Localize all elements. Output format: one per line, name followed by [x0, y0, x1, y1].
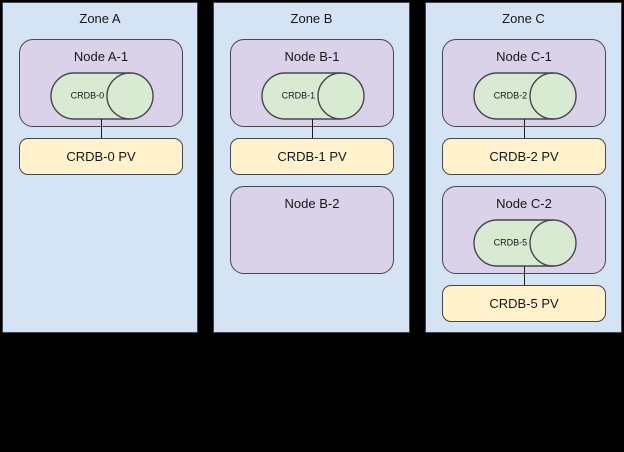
- node-b-1: Node B-1 CRDB-1: [230, 39, 394, 127]
- node-b-2: Node B-2: [230, 186, 394, 274]
- connector-node-c-2-to-pv: [524, 266, 525, 286]
- connector-node-a-1-to-pv: [101, 119, 102, 139]
- node-a-1: Node A-1 CRDB-0: [19, 39, 183, 127]
- cylinder-shape: [261, 72, 365, 120]
- database-cylinder-crdb-5: CRDB-5: [473, 219, 577, 267]
- node-b-2-title: Node B-2: [284, 196, 340, 211]
- zone-c: Zone C Node C-1 CRDB-2 CRDB-2 PV Node C-…: [425, 2, 622, 333]
- node-a-1-title: Node A-1: [73, 49, 129, 64]
- zone-c-title: Zone C: [502, 11, 545, 26]
- pv-crdb-5-label: CRDB-5 PV: [489, 295, 559, 311]
- pv-crdb-5: CRDB-5 PV: [442, 285, 606, 322]
- pv-crdb-1-label: CRDB-1 PV: [277, 148, 347, 164]
- pv-crdb-0: CRDB-0 PV: [19, 138, 183, 175]
- connector-node-c-1-to-pv: [524, 119, 525, 139]
- node-b-1-title: Node B-1: [284, 49, 340, 64]
- connector-node-b-1-to-pv: [312, 119, 313, 139]
- pv-crdb-2-label: CRDB-2 PV: [489, 148, 559, 164]
- zone-b-title: Zone B: [290, 11, 333, 26]
- cylinder-shape: [473, 219, 577, 267]
- database-cylinder-crdb-5-label: CRDB-5: [493, 237, 528, 248]
- database-cylinder-crdb-2: CRDB-2: [473, 72, 577, 120]
- database-cylinder-crdb-1: CRDB-1: [261, 72, 365, 120]
- database-cylinder-crdb-0-label: CRDB-0: [70, 90, 105, 101]
- zone-a: Zone A Node A-1 CRDB-0 CRDB-0 PV: [2, 2, 198, 333]
- node-c-2-title: Node C-2: [496, 196, 552, 211]
- database-cylinder-crdb-2-label: CRDB-2: [493, 90, 528, 101]
- pv-crdb-0-label: CRDB-0 PV: [66, 148, 136, 164]
- database-cylinder-crdb-0: CRDB-0: [50, 72, 154, 120]
- zone-a-title: Zone A: [79, 11, 121, 26]
- pv-crdb-1: CRDB-1 PV: [230, 138, 394, 175]
- node-c-1-title: Node C-1: [496, 49, 552, 64]
- cylinder-shape: [473, 72, 577, 120]
- node-c-2: Node C-2 CRDB-5: [442, 186, 606, 274]
- node-c-1: Node C-1 CRDB-2: [442, 39, 606, 127]
- zone-b: Zone B Node B-1 CRDB-1 CRDB-1 PV Node B-…: [213, 2, 410, 333]
- database-cylinder-crdb-1-label: CRDB-1: [281, 90, 316, 101]
- pv-crdb-2: CRDB-2 PV: [442, 138, 606, 175]
- cylinder-shape: [50, 72, 154, 120]
